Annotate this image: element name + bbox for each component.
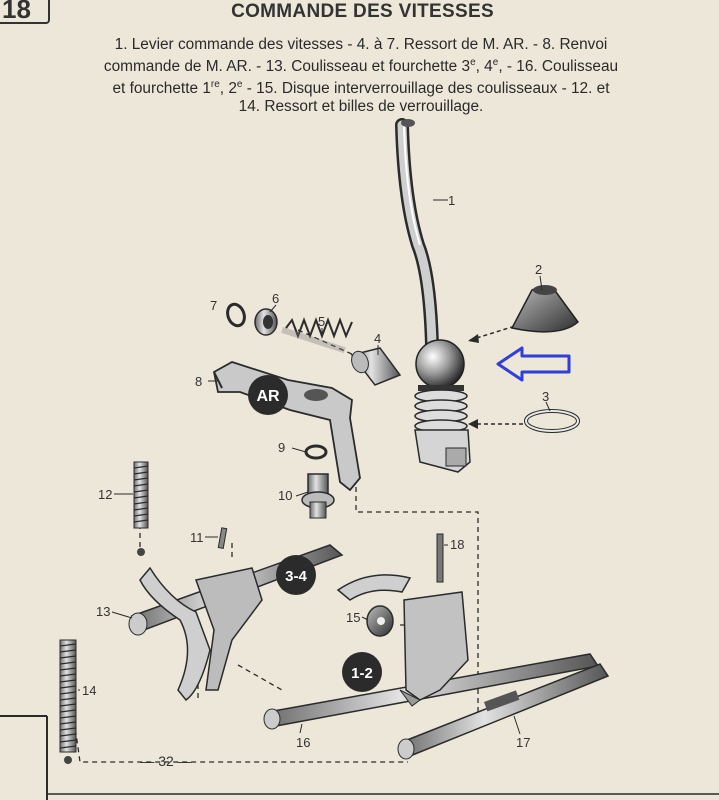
label-12: 12	[98, 487, 112, 502]
frame-lines	[0, 715, 719, 800]
rail-fork-1-2	[263, 574, 600, 730]
spring-coil	[59, 739, 77, 743]
label-3: 3	[542, 389, 549, 404]
label-6: 6	[272, 291, 279, 306]
page-corner-box: 18	[0, 0, 50, 24]
circlip-3	[468, 409, 580, 433]
page-title: COMMANDE DES VITESSES	[231, 1, 494, 22]
spring-coil	[59, 661, 77, 665]
badge-ar: AR	[256, 388, 280, 405]
spring-coil	[59, 709, 77, 713]
spring-coil	[59, 649, 77, 653]
corner-number: 18	[2, 0, 31, 24]
page-number: — 32 —	[140, 753, 191, 769]
interlock-disc-15	[366, 605, 394, 637]
label-5: 5	[318, 314, 325, 329]
dust-cover-2	[468, 285, 580, 343]
label-1: 1	[448, 193, 455, 208]
spring-coil	[59, 643, 77, 647]
caption-line-3c: - 15. Disque interverrouillage des couli…	[242, 80, 610, 98]
spring-coil	[59, 721, 77, 725]
rail-fork-3-4	[128, 544, 344, 702]
label-18: 18	[450, 537, 464, 552]
pin-11	[217, 527, 228, 549]
pivot-clip-9	[304, 444, 328, 460]
badge-3-4: 3-4	[285, 568, 307, 585]
label-10: 10	[278, 488, 292, 503]
caption-line-2c: , - 16. Coulisseau	[498, 58, 619, 76]
caption-line-2a: commande de M. AR. - 13. Coulisseau et f…	[103, 58, 471, 76]
spring-coil	[59, 715, 77, 719]
reverse-relay-lever-8	[212, 361, 361, 492]
caption-sup-e: e	[470, 57, 476, 68]
spring-coil	[59, 727, 77, 731]
label-8: 8	[195, 374, 202, 389]
label-9: 9	[278, 440, 285, 455]
caption-line-4: 14. Ressort et billes de verrouillage.	[238, 98, 484, 116]
spring-coil	[59, 703, 77, 707]
spring-coil	[59, 679, 77, 683]
caption-line-3a: et fourchette 1	[112, 80, 211, 98]
pivot-bolt-10	[301, 473, 335, 519]
caption-sup-e-3: e	[236, 79, 243, 91]
spring-coil	[59, 685, 77, 689]
spring-coil	[59, 745, 77, 749]
label-11: 11	[190, 530, 204, 545]
label-13: 13	[96, 604, 110, 619]
gear-lever-1	[395, 118, 471, 473]
spring-coil	[59, 691, 77, 695]
label-4: 4	[374, 331, 381, 346]
spring-coil	[59, 733, 77, 737]
spring-coil	[59, 673, 77, 677]
caption-line-1: 1. Levier commande des vitesses - 4. à 7…	[114, 36, 608, 53]
pin-18	[436, 533, 444, 583]
blue-arrow-icon	[496, 346, 571, 382]
lock-spring-12	[133, 461, 149, 556]
lock-spring-14	[59, 639, 77, 764]
caption-sup-e-2: e	[492, 57, 499, 68]
label-2: 2	[535, 262, 542, 277]
caption-line-3b: , 2	[219, 80, 237, 98]
label-14: 14	[82, 683, 96, 698]
spring-coil	[59, 667, 77, 671]
spring-coil	[59, 655, 77, 659]
parts-caption: 1. Levier commande des vitesses - 4. à 7…	[14, 36, 708, 116]
label-16: 16	[296, 735, 310, 750]
label-15: 15	[346, 610, 360, 625]
spring-coil	[59, 697, 77, 701]
caption-sup-re: re	[210, 79, 220, 91]
label-17: 17	[516, 735, 530, 750]
reverse-spring-assembly	[226, 302, 402, 386]
leader-lines	[78, 199, 551, 735]
badge-1-2: 1-2	[351, 665, 373, 682]
reverse-rail-17	[397, 663, 610, 760]
label-7: 7	[210, 298, 217, 313]
caption-line-2b: , 4	[475, 58, 493, 76]
